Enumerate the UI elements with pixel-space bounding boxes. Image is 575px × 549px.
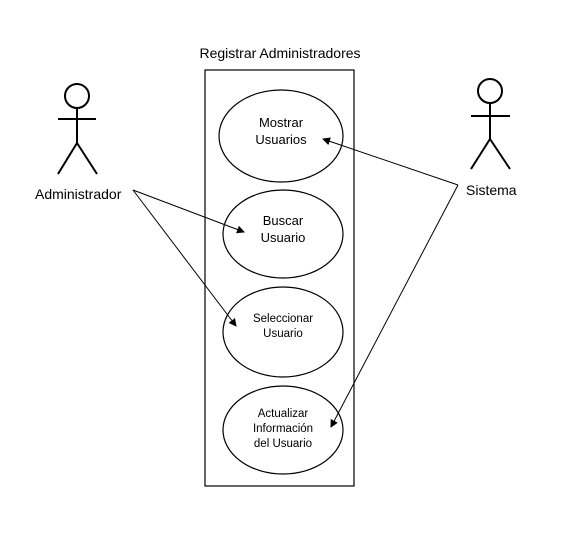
use-case-actualizar-informacion bbox=[222, 385, 344, 475]
use-case-actualizar-line-2: Información bbox=[252, 423, 314, 435]
use-case-mostrar-usuarios-label: Mostrar Usuarios bbox=[221, 114, 341, 148]
association-admin-buscar bbox=[132, 189, 245, 234]
actor-sistema-figure bbox=[470, 78, 511, 170]
use-case-seleccionar-line-2: Usuario bbox=[263, 328, 303, 340]
use-case-actualizar-informacion-label: Actualizar Información del Usuario bbox=[223, 407, 343, 452]
use-case-buscar-line-1: Buscar bbox=[262, 213, 304, 228]
use-case-seleccionar-usuario-label: Seleccionar Usuario bbox=[223, 312, 343, 342]
system-boundary-title: Registrar Administradores bbox=[199, 45, 361, 61]
association-sistema-actualizar bbox=[330, 184, 459, 428]
use-case-buscar-usuario-label: Buscar Usuario bbox=[223, 212, 343, 246]
use-case-mostrar-usuarios bbox=[218, 89, 344, 183]
association-admin-seleccionar bbox=[132, 189, 237, 327]
actor-sistema-label: Sistema bbox=[466, 182, 517, 198]
use-case-mostrar-line-1: Mostrar bbox=[258, 115, 304, 130]
actor-administrador-figure bbox=[57, 83, 98, 175]
use-case-seleccionar-line-1: Seleccionar bbox=[252, 313, 314, 325]
use-case-actualizar-line-3: del Usuario bbox=[253, 438, 313, 450]
actor-administrador-label: Administrador bbox=[35, 186, 122, 202]
use-case-buscar-usuario bbox=[222, 189, 344, 279]
use-case-actualizar-line-1: Actualizar bbox=[257, 408, 309, 420]
use-case-seleccionar-usuario bbox=[222, 286, 344, 378]
system-boundary bbox=[204, 69, 355, 487]
association-sistema-mostrar bbox=[322, 137, 459, 186]
use-case-buscar-line-2: Usuario bbox=[260, 230, 306, 245]
use-case-mostrar-line-2: Usuarios bbox=[255, 132, 307, 147]
